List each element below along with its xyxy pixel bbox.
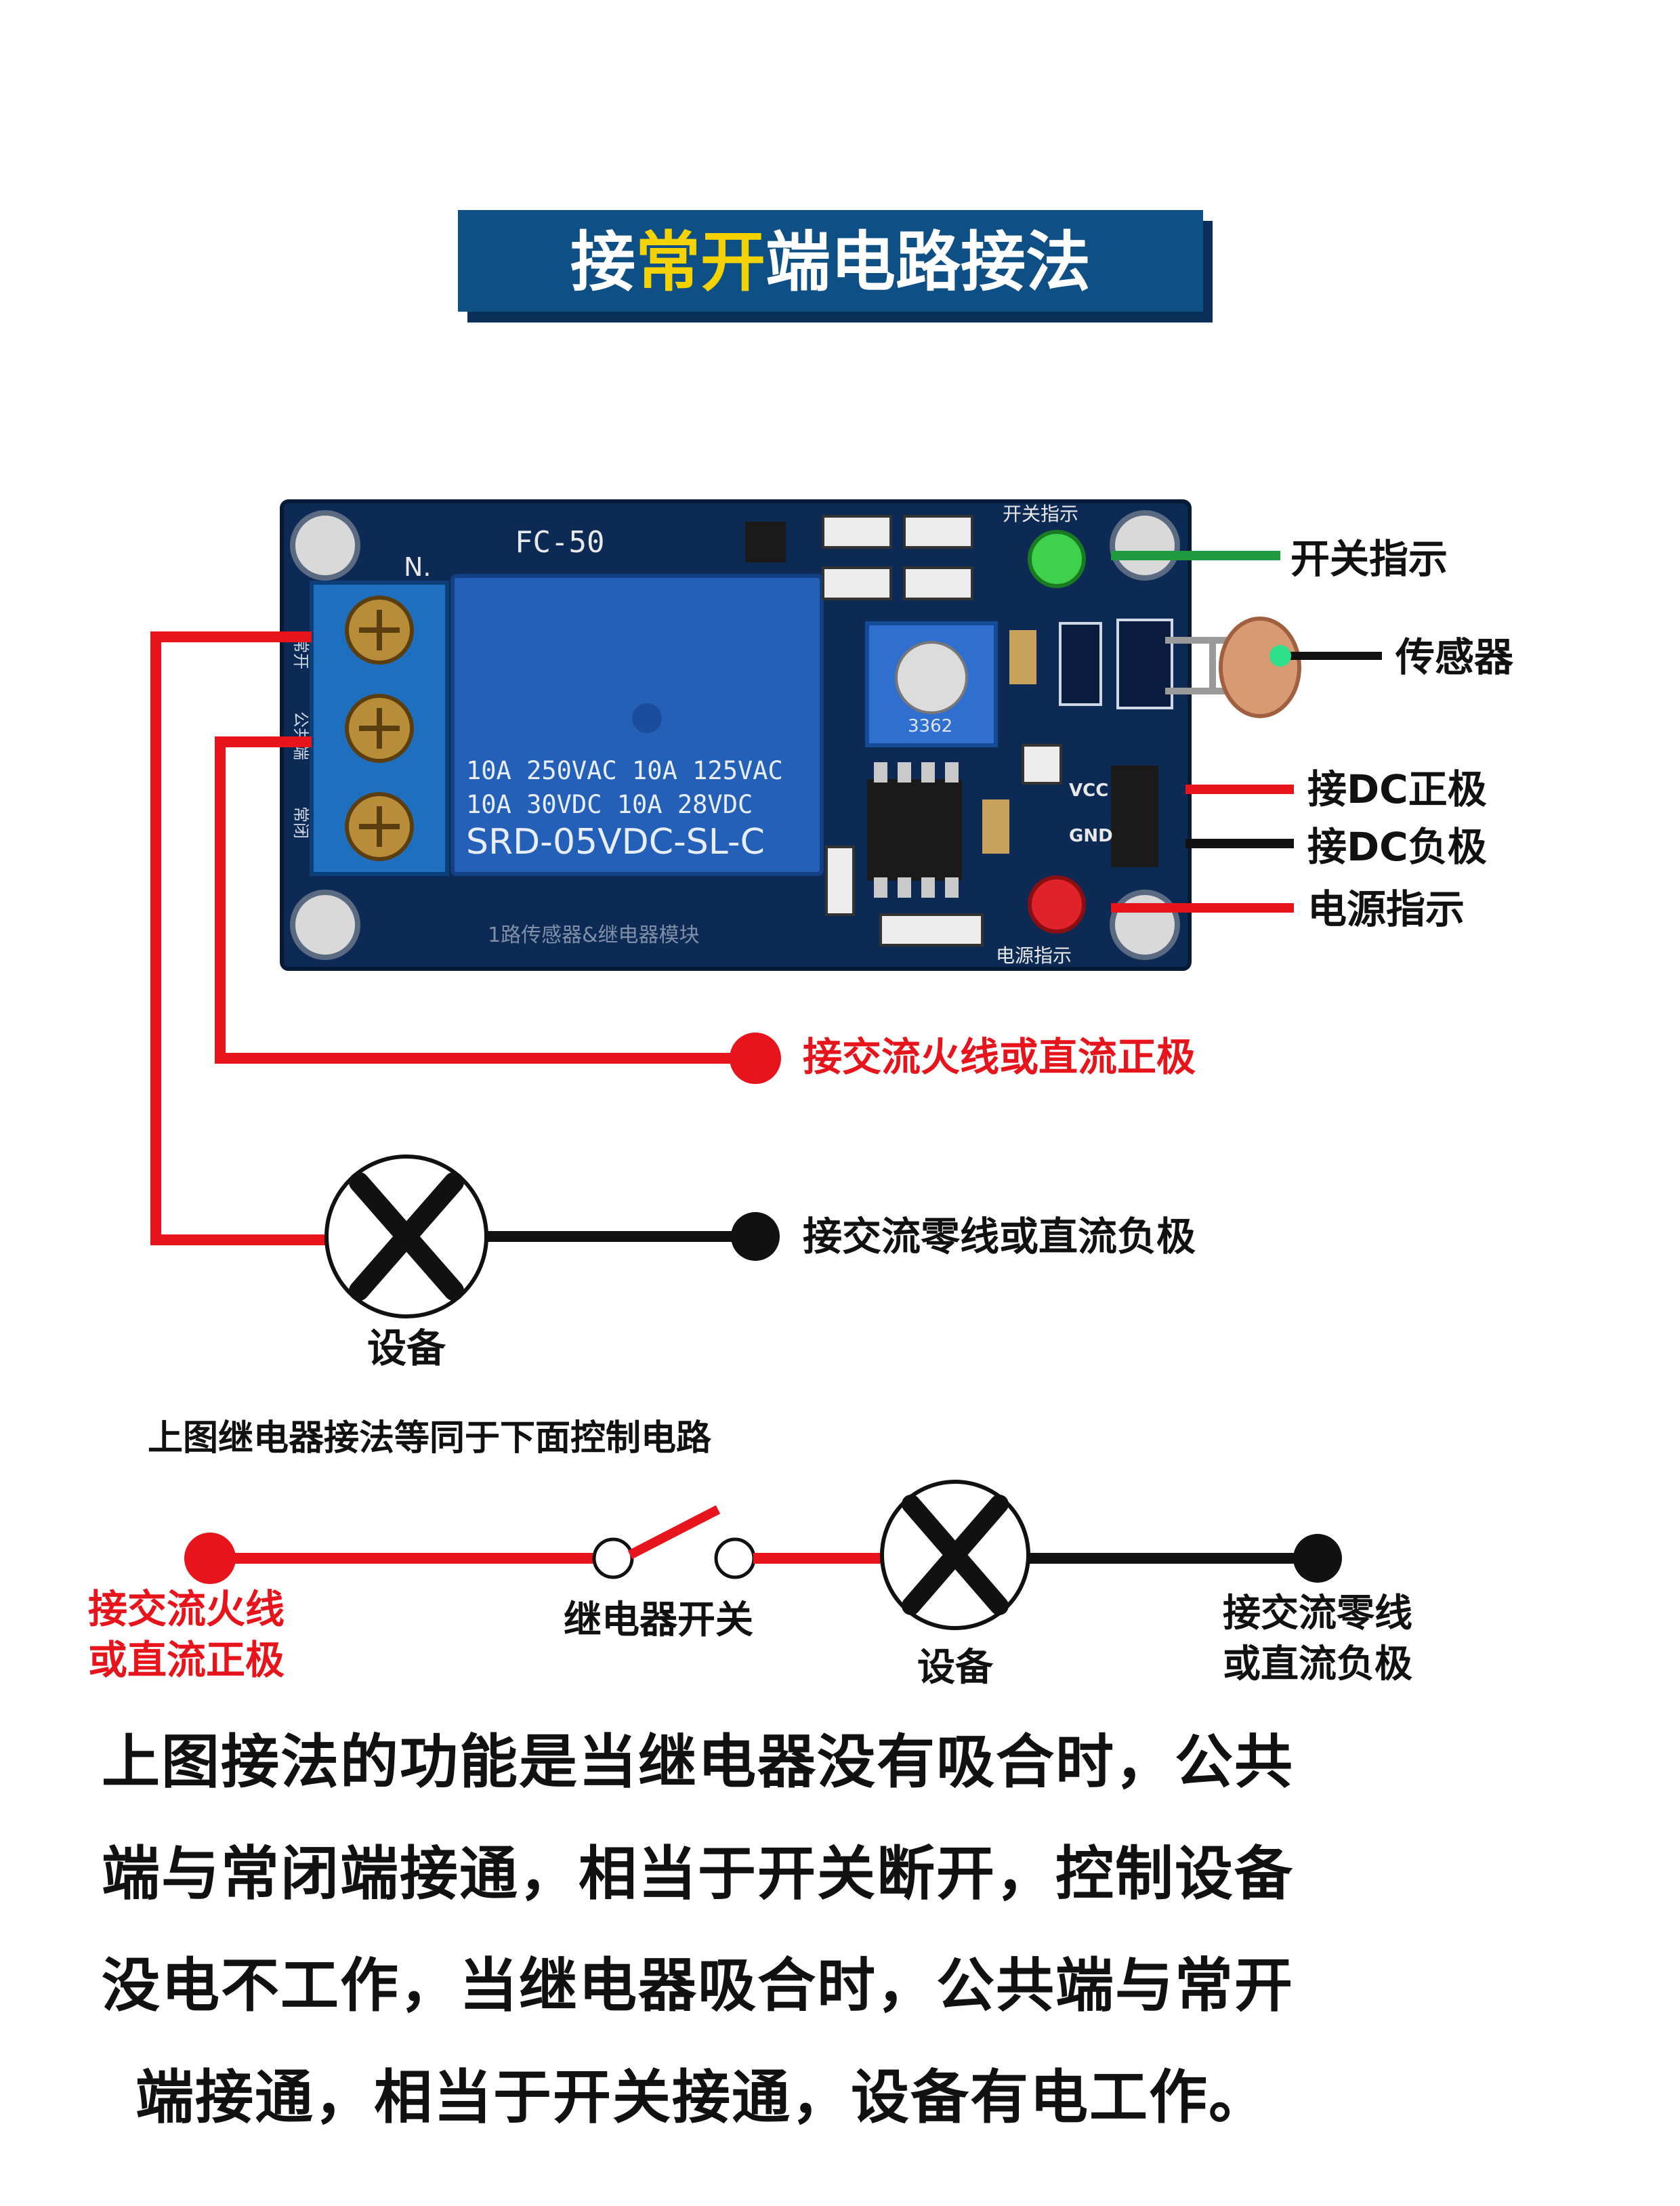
power-indicator-silk: 电源指示	[996, 944, 1072, 967]
banner-title: 接常开端电路接法	[570, 224, 1091, 300]
label-power-indicator: 电源指示	[1307, 886, 1465, 932]
ic-pin	[921, 877, 935, 898]
ic-pin	[898, 762, 911, 783]
smd-capacitor	[982, 799, 1009, 854]
mounting-hole	[1110, 890, 1180, 960]
label-dc-negative: 接DC负极	[1307, 824, 1487, 870]
description-line3: 没电不工作，当继电器吸合时，公共端与常开	[102, 1952, 1294, 2020]
ic-pin	[945, 762, 959, 783]
live-terminal-dot	[730, 1033, 781, 1084]
eq-right-label-line1: 接交流零线	[1223, 1591, 1412, 1636]
eq-left-label-line2: 或直流正极	[88, 1637, 285, 1683]
potentiometer-knob	[895, 641, 968, 714]
description-line2: 端与常闭端接通，相当于开关断开，控制设备	[102, 1840, 1294, 1908]
description-line1: 上图接法的功能是当继电器没有吸合时，公共	[102, 1728, 1294, 1796]
sensor-pointer-dot	[1269, 645, 1291, 667]
label-device: 设备	[367, 1325, 446, 1371]
eq-device-lamp-icon	[880, 1480, 1030, 1630]
relay-rating-line2: 10A 30VDC 10A 28VDC	[466, 790, 753, 819]
terminal-label-com: 公共端	[291, 711, 310, 760]
switch-indicator-led	[1028, 530, 1086, 588]
smd-resistor	[903, 515, 973, 549]
comparator-ic	[867, 779, 962, 881]
eq-switch-label: 继电器开关	[564, 1598, 753, 1642]
label-sensor: 传感器	[1395, 634, 1514, 680]
label-ac-live: 接交流火线或直流正极	[803, 1034, 1196, 1080]
eq-switch-blade	[627, 1505, 721, 1560]
pin-vcc-label: VCC	[1069, 781, 1108, 801]
eq-left-label-line1: 接交流火线	[88, 1586, 285, 1632]
relay-board: FC-50 N. 常开 公共端 常闭 10A 250VAC 10A 125VAC…	[280, 499, 1192, 971]
board-model-label: FC-50	[515, 525, 604, 560]
sensor-header	[1116, 619, 1173, 709]
transistor	[745, 522, 786, 562]
screw-terminal	[345, 694, 414, 763]
smd-capacitor	[1009, 630, 1036, 684]
relay-center-mark	[632, 703, 662, 733]
pin-gnd-label: GND	[1069, 826, 1113, 846]
description-line4: 端接通，相当于开关接通，设备有电工作。	[135, 2064, 1268, 2131]
ic-pin	[945, 877, 959, 898]
screw-terminal	[345, 596, 414, 665]
title-banner: 接常开端电路接法	[458, 210, 1213, 322]
banner-title-part3: 端电路接法	[765, 224, 1091, 300]
common-wire	[215, 736, 752, 1064]
normally-open-wire	[150, 631, 325, 1245]
screw-terminal	[345, 792, 414, 861]
smd-diode	[825, 846, 855, 916]
ic-pin	[874, 877, 887, 898]
ic-pin	[898, 877, 911, 898]
mounting-hole	[290, 510, 360, 581]
relay-model-label: SRD-05VDC-SL-C	[466, 822, 765, 862]
potentiometer-mark: 3362	[908, 716, 952, 736]
neutral-terminal-dot	[731, 1212, 780, 1261]
eq-device-label: 设备	[917, 1646, 994, 1690]
ic-pin	[921, 762, 935, 783]
power-header	[1111, 766, 1158, 867]
smd-resistor	[1022, 744, 1062, 785]
mounting-hole	[1110, 510, 1180, 581]
smd-resistor	[822, 566, 892, 600]
eq-switch-contact-right	[714, 1537, 756, 1579]
label-ac-neutral: 接交流零线或直流负极	[803, 1213, 1196, 1260]
smd-resistor	[822, 515, 892, 549]
smd-resistor	[903, 566, 973, 600]
eq-switch-contact-left	[592, 1537, 634, 1579]
banner-title-highlight: 常开	[635, 224, 765, 300]
photoresistor	[1165, 617, 1301, 718]
switch-indicator-silk: 开关指示	[1003, 503, 1078, 525]
power-indicator-led	[1028, 875, 1086, 934]
eq-neutral-dot	[1293, 1534, 1342, 1583]
mounting-hole	[290, 890, 360, 960]
board-bottom-label: 1路传感器&继电器模块	[488, 923, 699, 947]
relay-rating-line1: 10A 250VAC 10A 125VAC	[466, 756, 783, 785]
label-dc-positive: 接DC正极	[1307, 766, 1487, 812]
banner-background	[458, 210, 1203, 312]
smd-resistor	[879, 913, 984, 946]
banner-title-part1: 接	[570, 224, 635, 300]
label-switch-indicator: 开关指示	[1290, 536, 1448, 582]
sensor-pads	[1059, 622, 1102, 706]
board-n-mark: N.	[404, 552, 432, 582]
terminal-label-nc: 常闭	[291, 806, 310, 839]
equivalent-caption: 上图继电器接法等同于下面控制电路	[148, 1418, 712, 1459]
eq-right-label-line2: 或直流负极	[1223, 1642, 1412, 1686]
device-lamp-icon	[324, 1154, 488, 1318]
ic-pin	[874, 762, 887, 783]
